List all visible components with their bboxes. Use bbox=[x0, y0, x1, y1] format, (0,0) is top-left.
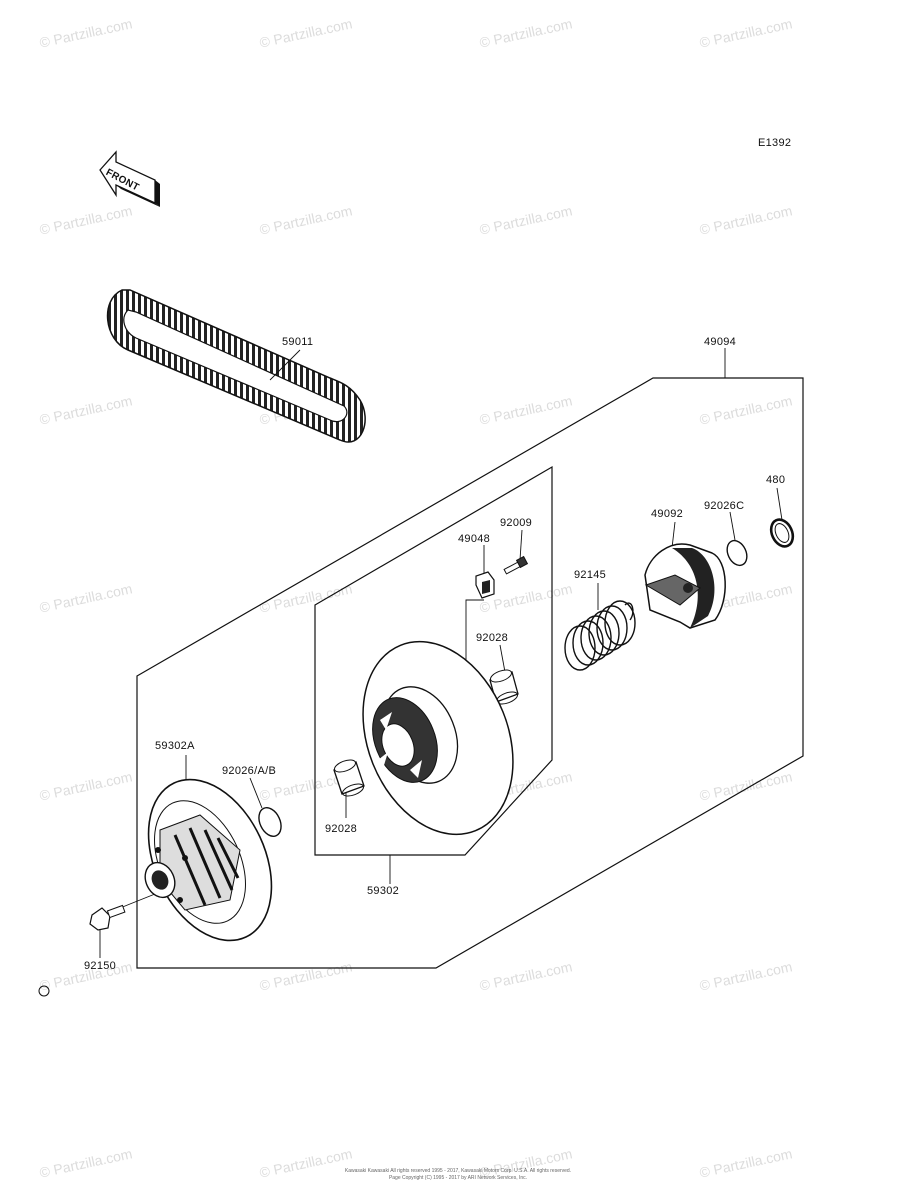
assembly-boundary-49094 bbox=[136, 377, 804, 969]
part-number-ring-480[interactable]: 480 bbox=[766, 474, 786, 486]
bolt-92009 bbox=[503, 555, 529, 575]
diagram-code: E1392 bbox=[758, 137, 792, 149]
part-number-cam-49048[interactable]: 49048 bbox=[458, 533, 491, 545]
part-number-bushing-lower[interactable]: 92028 bbox=[325, 823, 358, 835]
copyright-icon bbox=[38, 985, 50, 997]
front-arrow-icon bbox=[99, 150, 160, 207]
part-number-bolt-92009[interactable]: 92009 bbox=[500, 517, 533, 529]
part-number-ring-92026[interactable]: 92026/A/B bbox=[222, 765, 277, 777]
fixed-sheave-59302a bbox=[144, 778, 273, 942]
bushing-92028-lower bbox=[333, 759, 365, 797]
footer-page-copyright: Page Copyright (C) 1995 - 2017 by ARI Ne… bbox=[388, 1175, 528, 1181]
part-number-ring-92026c[interactable]: 92026C bbox=[704, 500, 745, 512]
bolt-92150 bbox=[89, 904, 126, 931]
spring-92145 bbox=[564, 600, 636, 671]
part-number-fixed-sheave[interactable]: 59302A bbox=[155, 740, 195, 752]
ring-92026 bbox=[258, 807, 282, 837]
drive-belt bbox=[106, 289, 366, 443]
part-number-spring[interactable]: 92145 bbox=[574, 569, 607, 581]
part-number-bushing-upper[interactable]: 92028 bbox=[476, 632, 509, 644]
part-number-movable-sheave-assy[interactable]: 59302 bbox=[367, 885, 400, 897]
part-number-bolt-front[interactable]: 92150 bbox=[84, 960, 117, 972]
assembly-boundary-59302 bbox=[314, 465, 553, 856]
movable-sheave-disc bbox=[362, 640, 514, 836]
ring-92026c bbox=[726, 539, 748, 567]
part-number-belt[interactable]: 59011 bbox=[282, 336, 314, 348]
part-number-spring-seat[interactable]: 49092 bbox=[651, 508, 684, 520]
part-number-pulley-assy[interactable]: 49094 bbox=[704, 336, 737, 348]
cam-piece-49048 bbox=[475, 571, 495, 599]
footer-copyright: Kawasaki Kawasaki All rights reserved 19… bbox=[344, 1168, 572, 1174]
spring-seat-49092 bbox=[644, 543, 726, 629]
retaining-ring-480 bbox=[769, 518, 795, 548]
